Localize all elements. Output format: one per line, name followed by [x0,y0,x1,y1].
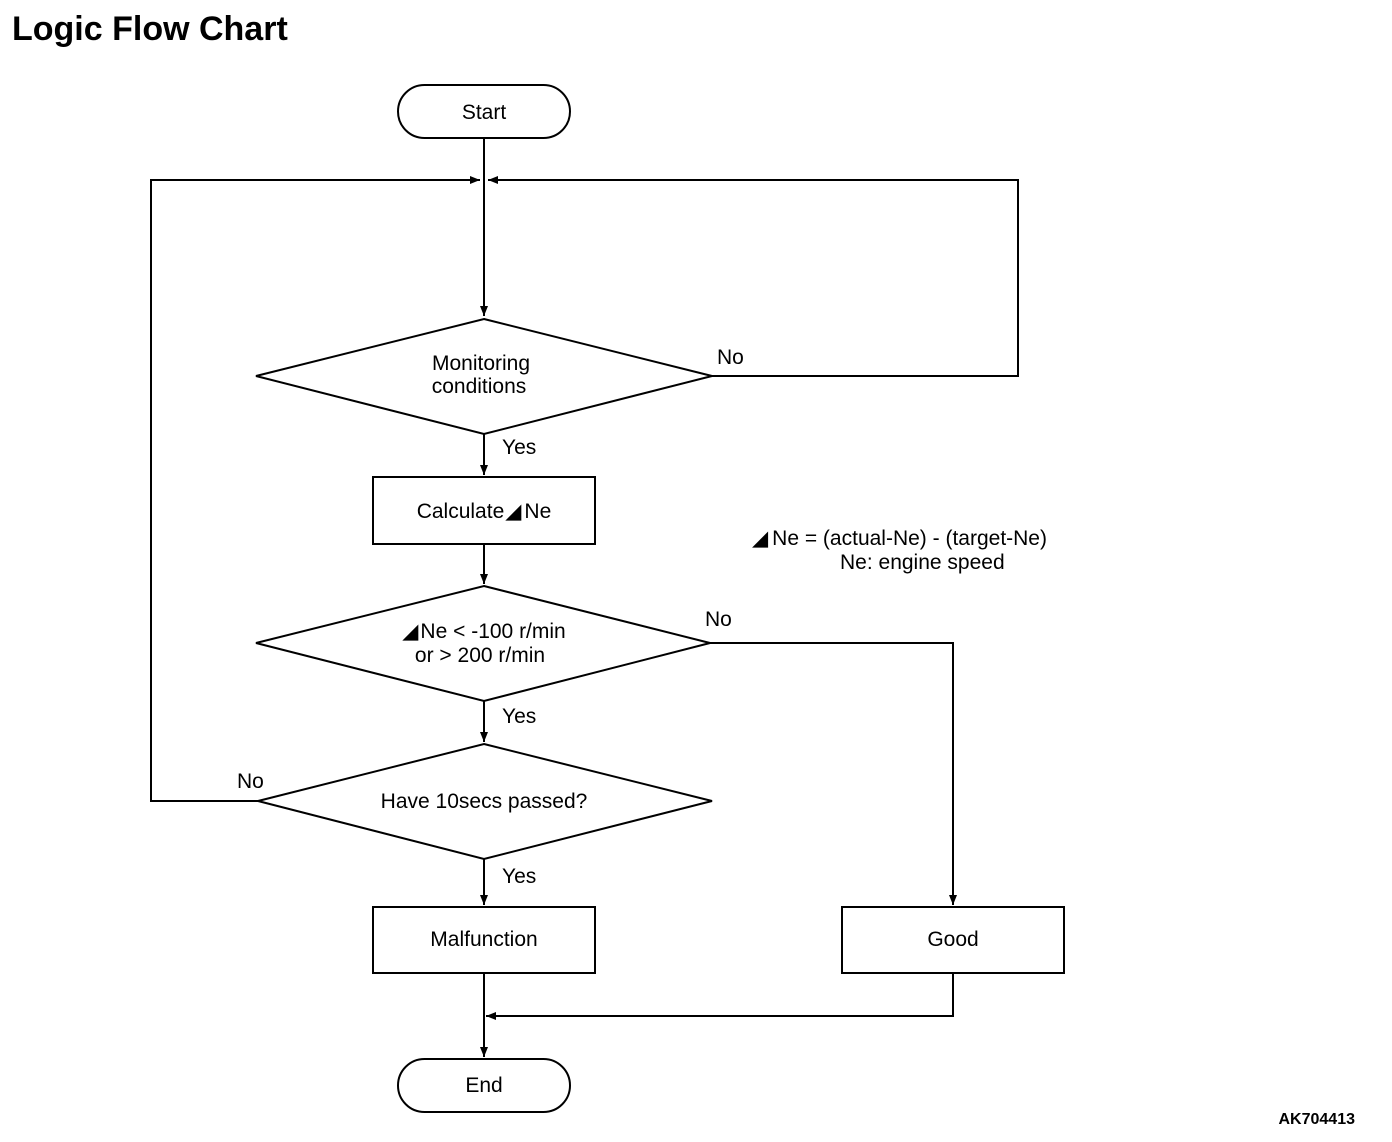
monitoring-decision [255,317,713,436]
monitoring-no-label: No [717,346,744,369]
timer-yes-label: Yes [502,865,536,888]
monitoring-label-line1: Monitoring [432,352,530,375]
timer-label: Have 10secs passed? [381,790,588,813]
good-label: Good [927,928,978,951]
connector-good-to-end [486,973,954,1020]
malfunction-label: Malfunction [430,928,537,951]
monitoring-label-line2: conditions [432,375,527,398]
connector-delta-no-to-good [710,642,957,905]
delta-ne-decision [255,584,711,703]
delta-ne-label-line1: ◢Ne < -100 r/min [402,620,565,643]
connector-timer-no-loop [150,176,480,802]
start-label: Start [462,101,507,124]
good-process [841,906,1065,974]
malfunction-process [372,906,596,974]
page-title: Logic Flow Chart [12,10,288,48]
delta-yes-label: Yes [502,705,536,728]
end-label: End [465,1074,502,1097]
calculate-process [372,476,596,545]
delta-no-label: No [705,608,732,631]
definition-note-line2: Ne: engine speed [840,551,1005,574]
monitoring-yes-label: Yes [502,436,536,459]
calculate-label: Calculate◢Ne [417,500,552,523]
start-terminator [397,84,571,139]
definition-note-line1: ◢Ne = (actual-Ne) - (target-Ne) [752,527,1047,550]
timer-no-label: No [237,770,264,793]
timer-decision [257,742,713,861]
delta-ne-label-line2: or > 200 r/min [415,644,545,667]
figure-code: AK704413 [1279,1111,1356,1128]
connector-monitoring-no-loop [488,176,1019,377]
end-terminator [397,1058,571,1113]
